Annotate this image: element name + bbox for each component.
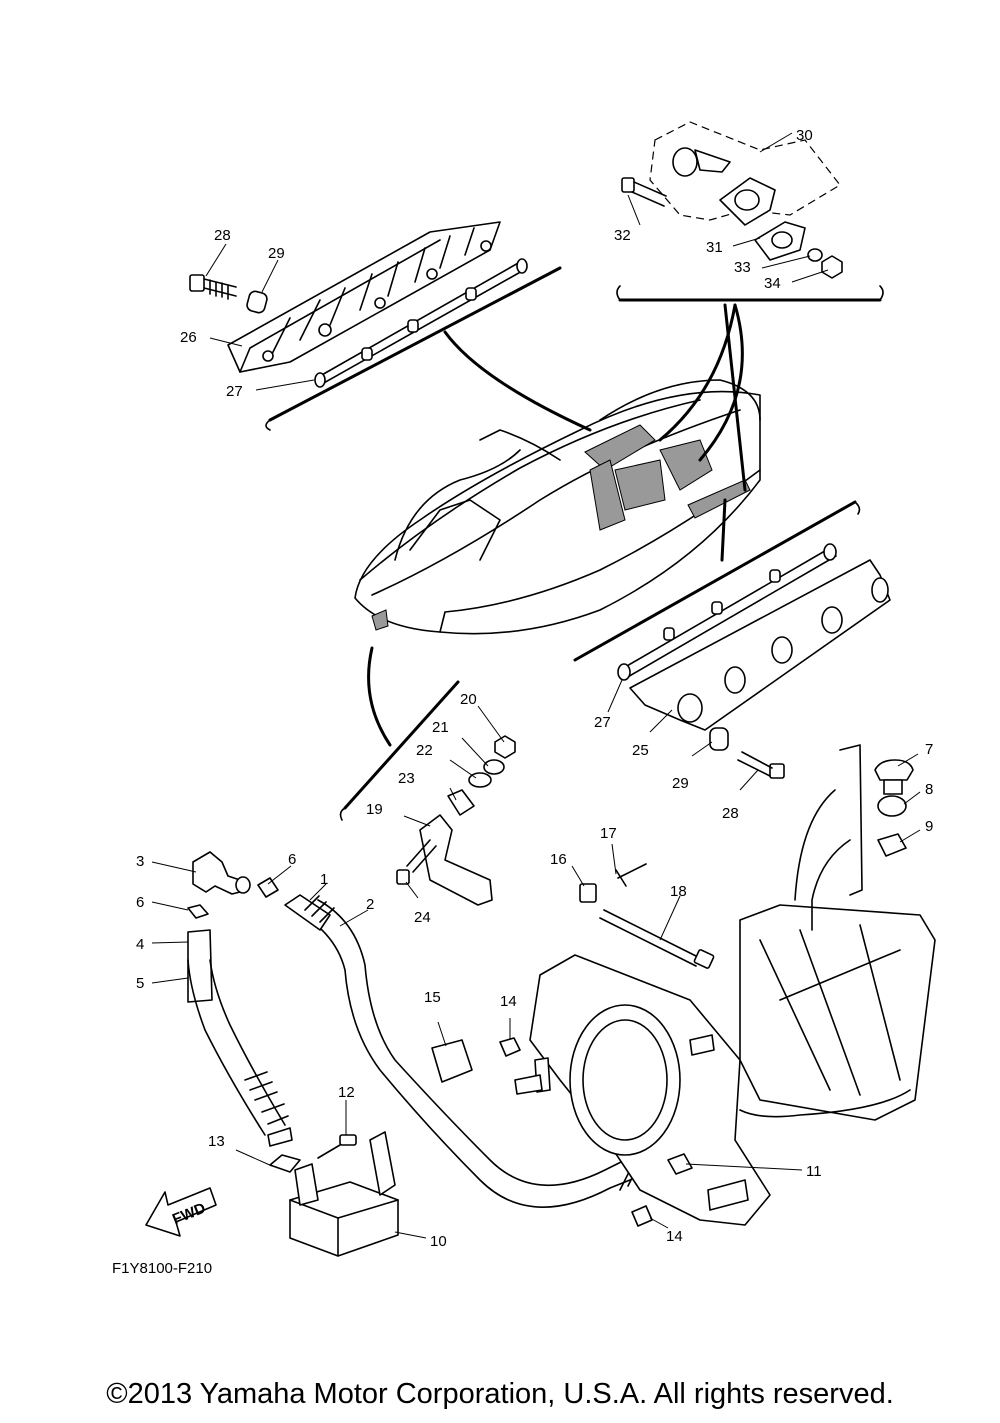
inset-right-rail	[573, 500, 891, 779]
label-30: 30	[796, 127, 813, 144]
label-28b: 28	[722, 805, 739, 822]
diagram-code: F1Y8100-F210	[112, 1260, 212, 1277]
label-15: 15	[424, 989, 441, 1006]
label-2: 2	[366, 896, 374, 913]
label-20: 20	[460, 691, 477, 708]
watercraft	[354, 303, 761, 747]
label-27b: 27	[594, 714, 611, 731]
label-11: 11	[806, 1163, 822, 1180]
label-32: 32	[614, 227, 631, 244]
label-19: 19	[366, 801, 383, 818]
copyright-notice: ©2013 Yamaha Motor Corporation, U.S.A. A…	[106, 1378, 894, 1410]
label-28: 28	[214, 227, 231, 244]
label-18: 18	[670, 883, 687, 900]
inset-left-top	[189, 221, 562, 431]
label-22: 22	[416, 742, 433, 759]
label-29b: 29	[672, 775, 689, 792]
hoses: FWD	[145, 851, 639, 1257]
label-14b: 14	[666, 1228, 683, 1245]
label-7: 7	[925, 741, 933, 758]
inset-center	[339, 680, 516, 906]
label-25: 25	[632, 742, 649, 759]
label-8: 8	[925, 781, 933, 798]
label-27: 27	[226, 383, 243, 400]
label-3: 3	[136, 853, 144, 870]
label-21: 21	[432, 719, 449, 736]
label-16: 16	[550, 851, 567, 868]
label-6b: 6	[136, 894, 144, 911]
label-31: 31	[706, 239, 723, 256]
label-34: 34	[764, 275, 781, 292]
inset-right-top	[616, 121, 884, 302]
label-17: 17	[600, 825, 617, 842]
fwd-arrow	[145, 1187, 217, 1237]
label-14: 14	[500, 993, 517, 1010]
label-13: 13	[208, 1133, 225, 1150]
label-12: 12	[338, 1084, 355, 1101]
label-1: 1	[320, 871, 328, 888]
label-5: 5	[136, 975, 144, 992]
label-33: 33	[734, 259, 751, 276]
label-23: 23	[398, 770, 415, 787]
part-labels: 1 2 3 4 5 6 6 7 8 9 10 11 12 13 14 14 15…	[136, 127, 933, 1250]
label-26: 26	[180, 329, 197, 346]
leader-lines	[151, 132, 921, 1239]
label-24: 24	[414, 909, 431, 926]
label-6: 6	[288, 851, 296, 868]
label-4: 4	[136, 936, 144, 953]
label-29: 29	[268, 245, 285, 262]
engine-parts	[431, 744, 936, 1227]
label-9: 9	[925, 818, 933, 835]
label-10: 10	[430, 1233, 447, 1250]
